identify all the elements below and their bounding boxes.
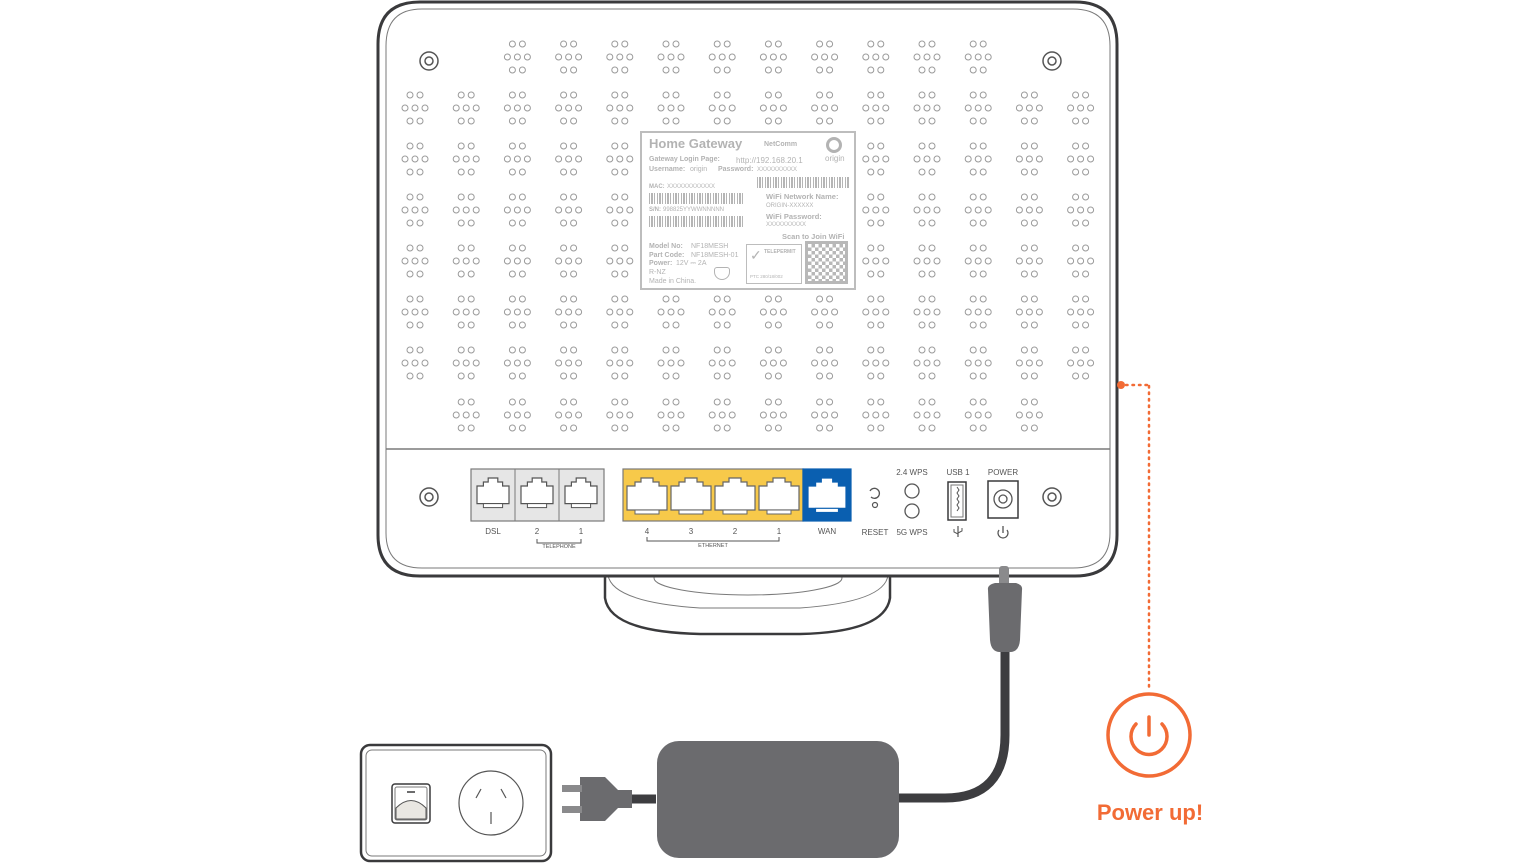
label-login-page-label: Gateway Login Page: <box>649 156 720 163</box>
label-mac-value: XXXXXXXXXXXX <box>667 184 716 190</box>
label-rnz: R-NZ <box>649 269 666 276</box>
barcode <box>649 193 744 204</box>
wps-5g-button[interactable] <box>904 503 920 519</box>
power-port-label: POWER <box>987 468 1019 477</box>
label-made-in: Made in China. <box>649 278 697 285</box>
wps-24-label: 2.4 WPS <box>896 468 928 477</box>
telephone-2-label: 2 <box>534 527 540 536</box>
power-jack[interactable] <box>987 480 1019 519</box>
label-model-value: NF18MESH <box>691 243 729 250</box>
label-sn-value: 998825YYWWNNNNN <box>663 207 725 213</box>
barcode <box>757 177 849 188</box>
label-wifi-password-value: XXXXXXXXXX <box>766 222 807 228</box>
power-callout-line <box>1117 381 1152 692</box>
label-power-label: Power: <box>649 260 673 267</box>
screw-icon <box>419 487 439 507</box>
power-adapter <box>657 741 899 858</box>
label-username-value: origin <box>690 166 708 173</box>
screw-icon <box>1042 487 1062 507</box>
compliance-mark-icon <box>714 267 730 280</box>
label-username-label: Username: <box>649 166 686 173</box>
screw-icon <box>419 51 439 71</box>
label-sn-label: S/N: <box>649 207 661 213</box>
telephone-1-label: 1 <box>578 527 584 536</box>
wps-24-button[interactable] <box>904 483 920 499</box>
label-wifi-password-label: WiFi Password: <box>766 212 822 221</box>
label-isp: origin <box>825 154 845 163</box>
label-part-value: NF18MESH-01 <box>691 252 739 259</box>
telepermit-badge: ✓ TELEPERMIT PTC 280/18/002 <box>746 244 802 284</box>
power-icon <box>1106 692 1192 778</box>
vent-pattern <box>401 40 1095 432</box>
checkmark-icon: ✓ <box>750 247 762 263</box>
label-login-page-value: http://192.168.20.1 <box>736 156 803 165</box>
power-symbol-icon <box>997 526 1009 539</box>
label-wifi-name-value: ORIGIN-XXXXXX <box>766 203 814 209</box>
usb-label: USB 1 <box>946 468 970 477</box>
ethernet-3-label: 3 <box>688 527 694 536</box>
dsl-label: DSL <box>485 527 501 536</box>
label-brand: NetComm <box>764 141 798 148</box>
outlet-switch[interactable] <box>391 783 431 824</box>
wall-outlet <box>359 743 553 863</box>
port-jacks <box>476 477 847 515</box>
barcode <box>649 216 744 227</box>
ethernet-group-label: ETHERNET <box>698 543 728 549</box>
screw-icon <box>1042 51 1062 71</box>
label-password-label: Password: <box>718 166 754 173</box>
power-up-text: Power up! <box>1096 800 1204 825</box>
label-part-label: Part Code: <box>649 252 685 259</box>
wifi-qr-code[interactable] <box>805 241 848 284</box>
usb-icon <box>953 526 963 537</box>
outlet-socket[interactable] <box>458 770 524 836</box>
usb-port[interactable] <box>947 481 967 521</box>
ethernet-2-label: 2 <box>732 527 738 536</box>
telephone-group-label: TELEPHONE <box>542 544 576 550</box>
wan-label: WAN <box>817 527 837 536</box>
ptc-text: PTC 280/18/002 <box>750 274 783 279</box>
reset-button[interactable] <box>869 487 880 509</box>
ethernet-4-label: 4 <box>644 527 650 536</box>
wps-5g-label: 5G WPS <box>896 528 928 537</box>
label-mac-label: MAC: <box>649 184 665 190</box>
label-power-value: 12V ⎓ 2A <box>676 260 707 267</box>
label-model-label: Model No: <box>649 243 683 250</box>
label-wifi-name-label: WiFi Network Name: <box>766 192 839 201</box>
power-plug <box>562 777 632 821</box>
device-label-sticker: Home Gateway NetComm origin Gateway Logi… <box>640 131 856 290</box>
label-password-value: XXXXXXXXXX <box>757 167 798 173</box>
power-cable <box>630 566 1023 804</box>
ethernet-1-label: 1 <box>776 527 782 536</box>
reset-label: RESET <box>861 528 889 537</box>
label-title: Home Gateway <box>649 136 743 151</box>
label-scan-label: Scan to Join WiFi <box>782 232 845 241</box>
telepermit-text: TELEPERMIT <box>764 249 796 255</box>
origin-logo-icon <box>826 137 842 153</box>
